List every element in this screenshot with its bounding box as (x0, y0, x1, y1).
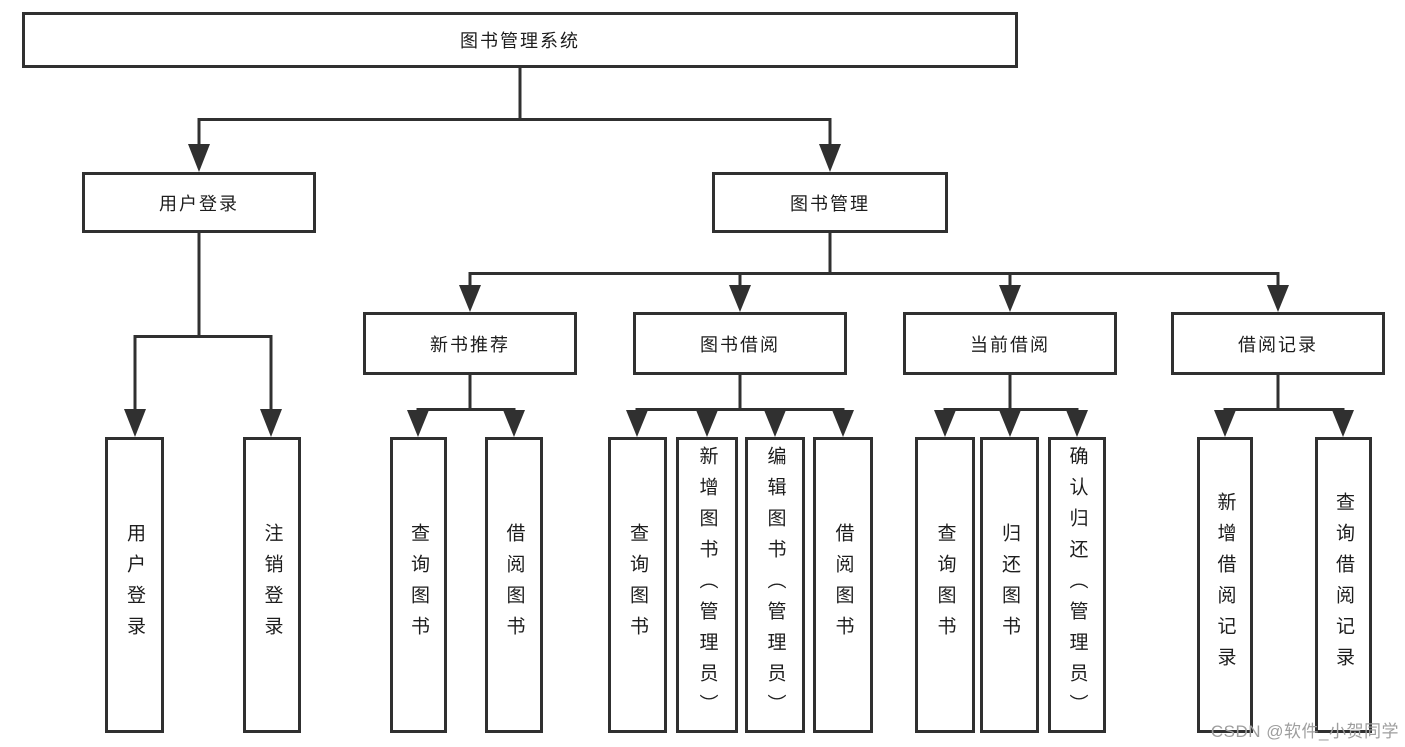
node-borrowing-records: 借阅记录 (1171, 312, 1385, 375)
leaf-borrow-query-books-label: 查询图书 (627, 523, 648, 647)
arrowhead (832, 410, 854, 437)
node-book-management-label: 图书管理 (790, 193, 870, 214)
arrowhead (999, 285, 1021, 312)
arrowhead (503, 410, 525, 437)
leaf-borrow-edit-books-admin-label: 编辑图书（管理员） (764, 445, 786, 725)
arrowhead (934, 410, 956, 437)
leaf-current-confirm-return-admin-label: 确认归还（管理员） (1066, 445, 1088, 725)
leaf-current-confirm-return-admin: 确认归还（管理员） (1048, 437, 1106, 733)
arrowhead (1066, 410, 1088, 437)
node-root-system: 图书管理系统 (22, 12, 1018, 68)
leaf-current-query-books-label: 查询图书 (934, 523, 956, 647)
node-book-borrowing: 图书借阅 (633, 312, 847, 375)
leaf-user-login-label: 用户登录 (124, 523, 145, 647)
leaf-current-return-books-label: 归还图书 (999, 523, 1020, 647)
leaf-records-add-record-label: 新增借阅记录 (1214, 492, 1236, 678)
arrowhead (729, 285, 751, 312)
arrowhead (260, 409, 282, 437)
arrowhead (696, 410, 718, 437)
leaf-borrow-edit-books-admin: 编辑图书（管理员） (745, 437, 805, 733)
leaf-logout-label: 注销登录 (261, 523, 283, 647)
node-new-book-recommend: 新书推荐 (363, 312, 577, 375)
leaf-current-query-books: 查询图书 (915, 437, 975, 733)
leaf-current-return-books: 归还图书 (980, 437, 1039, 733)
leaf-records-query-record-label: 查询借阅记录 (1333, 492, 1354, 678)
arrowhead (459, 285, 481, 312)
arrowhead (1332, 410, 1354, 437)
leaf-logout: 注销登录 (243, 437, 301, 733)
leaf-borrow-add-books-admin-label: 新增图书（管理员） (696, 445, 718, 725)
node-book-borrowing-label: 图书借阅 (700, 334, 780, 355)
leaf-borrow-borrow-books-label: 借阅图书 (832, 523, 854, 647)
arrowhead (407, 410, 429, 437)
leaf-recommend-query-books: 查询图书 (390, 437, 447, 733)
node-borrowing-records-label: 借阅记录 (1238, 334, 1318, 355)
leaf-records-query-record: 查询借阅记录 (1315, 437, 1372, 733)
arrowhead (999, 410, 1021, 437)
arrowhead (1214, 410, 1236, 437)
leaf-borrow-borrow-books: 借阅图书 (813, 437, 873, 733)
leaf-records-add-record: 新增借阅记录 (1197, 437, 1253, 733)
node-book-management: 图书管理 (712, 172, 948, 233)
arrowhead (124, 409, 146, 437)
arrowhead (764, 410, 786, 437)
arrowhead (819, 144, 841, 172)
leaf-recommend-borrow-books: 借阅图书 (485, 437, 543, 733)
leaf-borrow-add-books-admin: 新增图书（管理员） (676, 437, 738, 733)
node-user-login: 用户登录 (82, 172, 316, 233)
arrowhead (188, 144, 210, 172)
node-current-borrowing-label: 当前借阅 (970, 334, 1050, 355)
csdn-watermark: CSDN @软件_小贺同学 (1210, 722, 1399, 741)
arrowhead (626, 410, 648, 437)
leaf-user-login: 用户登录 (105, 437, 164, 733)
leaf-recommend-borrow-books-label: 借阅图书 (503, 523, 525, 647)
node-root-label: 图书管理系统 (460, 31, 580, 51)
node-new-book-recommend-label: 新书推荐 (430, 334, 510, 355)
arrowhead (1267, 285, 1289, 312)
node-user-login-label: 用户登录 (159, 193, 239, 214)
leaf-recommend-query-books-label: 查询图书 (408, 523, 429, 647)
leaf-borrow-query-books: 查询图书 (608, 437, 667, 733)
node-current-borrowing: 当前借阅 (903, 312, 1117, 375)
